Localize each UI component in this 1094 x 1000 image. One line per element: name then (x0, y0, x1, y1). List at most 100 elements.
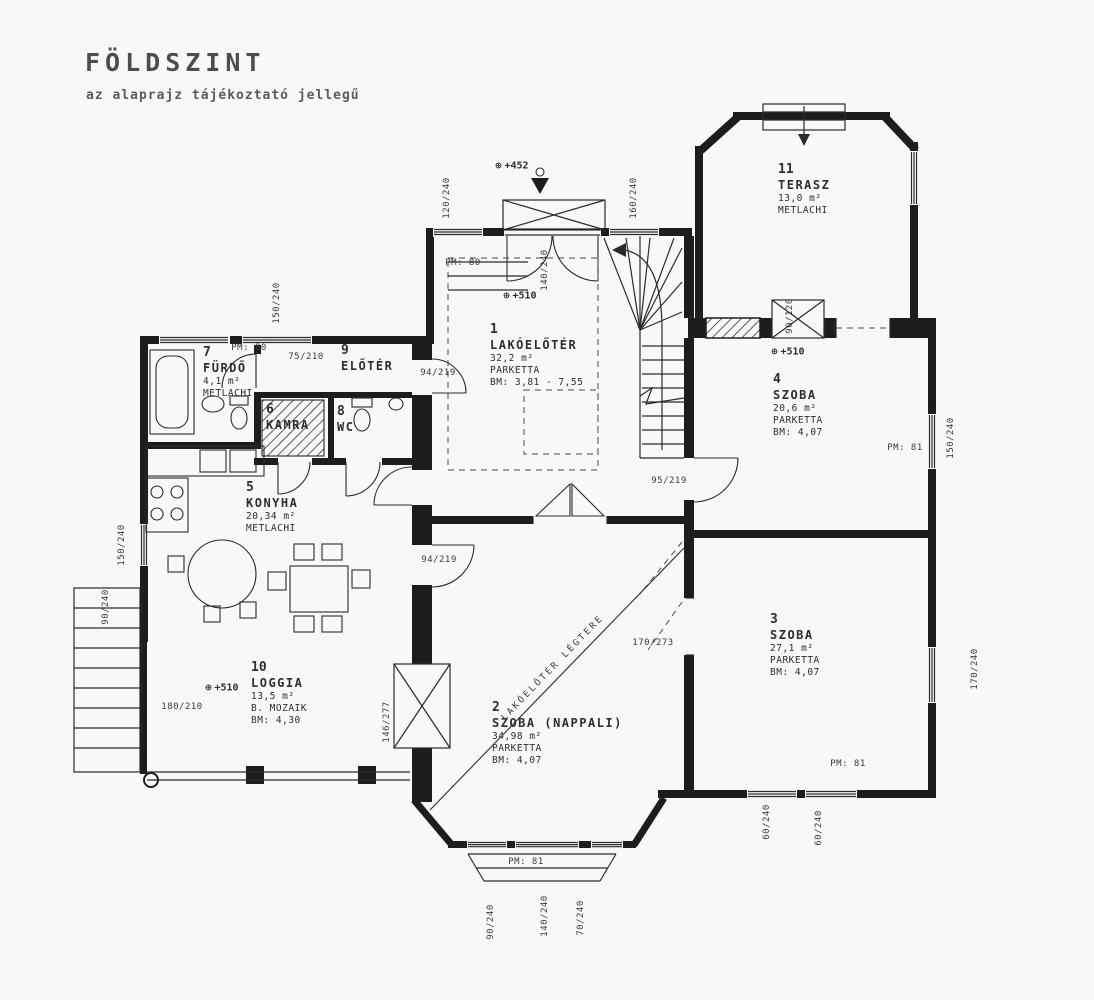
room-area: 34,98 m² (492, 731, 542, 743)
room-height: BM: 4,07 (770, 667, 820, 678)
level-value: +510 (512, 290, 537, 302)
room-label-konyha: 5 KONYHA 20,34 m² METLACHI (246, 480, 298, 535)
room-area: 13,0 m² (778, 193, 822, 205)
room-floor: PARKETTA (492, 743, 542, 755)
room-area: 20,34 m² (246, 511, 296, 523)
room-label-szoba4: 4 SZOBA 20,6 m² PARKETTA BM: 4,07 (773, 372, 823, 439)
room-number: 9 (341, 343, 349, 358)
level-value: +452 (504, 160, 529, 172)
dim-terasz-flue: 90/120 (785, 298, 795, 334)
main-staircase (448, 236, 685, 459)
room-label-eloter: 9 ELŐTÉR (341, 343, 393, 374)
room-number: 5 (246, 480, 254, 495)
room-number: 3 (770, 612, 778, 627)
room-name: KAMRA (266, 418, 310, 433)
room-floor: METLACHI (246, 523, 296, 535)
dim-eloter-door: 94/219 (420, 368, 456, 378)
dim-facade-window-right: 160/240 (629, 177, 639, 219)
room-name: KONYHA (246, 496, 299, 511)
dim-stair-window: 90/240 (101, 589, 111, 625)
room-name: SZOBA (773, 388, 817, 403)
room-height: BM: 4,07 (773, 427, 823, 438)
room-number: 4 (773, 372, 781, 387)
datum-level-icon: ⊕ (205, 682, 212, 694)
room-height: BM: 3,81 - 7,55 (490, 377, 584, 388)
room-name: LAKÓELŐTÉR (490, 338, 578, 353)
dim-facade-door: 140/240 (540, 249, 550, 291)
dashed-overhead-lines (447, 257, 890, 651)
level-value: +510 (214, 682, 239, 694)
room-floor: PARKETTA (770, 655, 820, 667)
sill-mark-bath: PM: 80 (231, 343, 267, 353)
level-mark-hall: ⊕ +510 (503, 291, 536, 302)
room-number: 8 (337, 404, 345, 419)
room-label-nappali: 2 SZOBA (NAPPALI) 34,98 m² PARKETTA BM: … (492, 700, 623, 767)
datum-level-icon: ⊕ (771, 346, 778, 358)
room-name: LOGGIA (251, 676, 304, 691)
entry-porch (502, 199, 606, 231)
windows (139, 151, 937, 849)
room-name: ELŐTÉR (341, 359, 394, 374)
dim-kitchen-door: 94/219 (421, 555, 457, 565)
room-area: 13,5 m² (251, 691, 295, 703)
room-area: 4,1 m² (203, 376, 241, 388)
room-number: 6 (266, 402, 274, 417)
room-area: 20,6 m² (773, 403, 817, 415)
room-name: SZOBA (770, 628, 814, 643)
room-label-lakoeloter: 1 LAKÓELŐTÉR 32,2 m² PARKETTA BM: 3,81 -… (490, 322, 583, 389)
terrace-steps (762, 103, 846, 146)
room-height: BM: 4,07 (492, 755, 542, 766)
datum-level-icon: ⊕ (503, 290, 510, 302)
room-floor: PARKETTA (773, 415, 823, 427)
room-area: 32,2 m² (490, 353, 534, 365)
room-label-loggia: 10 LOGGIA 13,5 m² B. MOZAIK BM: 4,30 (251, 660, 307, 727)
dim-szoba3-east-window: 170/240 (970, 648, 980, 690)
room-number: 2 (492, 700, 500, 715)
dim-szoba4-east-window: 150/240 (946, 417, 956, 459)
sill-mark-facade: PM: 80 (445, 258, 481, 268)
dim-bath-window: 150/240 (272, 282, 282, 324)
datum-level-icon: ⊕ (495, 160, 502, 172)
page-subtitle: az alaprajz tájékoztató jellegű (86, 88, 360, 103)
room-area: 27,1 m² (770, 643, 814, 655)
room-number: 7 (203, 345, 211, 360)
dim-loggia-opening: 180/210 (161, 702, 203, 712)
room-label-terasz: 11 TERASZ 13,0 m² METLACHI (778, 162, 830, 217)
wc-fixtures (351, 397, 404, 432)
dim-szoba3-south-window-b: 60/240 (814, 810, 824, 846)
room-label-szoba3: 3 SZOBA 27,1 m² PARKETTA BM: 4,07 (770, 612, 820, 679)
dim-bay-window-mid: 140/240 (540, 895, 550, 937)
kitchen-furniture (145, 445, 371, 633)
level-mark-entry: ⊕ +452 (495, 161, 528, 172)
room-name: WC (337, 420, 355, 435)
dim-facade-window-left: 120/240 (442, 177, 452, 219)
room-number: 10 (251, 660, 267, 675)
level-mark-loggia: ⊕ +510 (205, 683, 238, 694)
sill-mark-bay: PM: 81 (508, 857, 544, 867)
room-number: 11 (778, 162, 794, 177)
level-mark-szoba4: ⊕ +510 (771, 347, 804, 358)
room-number: 1 (490, 322, 498, 337)
dim-bath-door: 75/210 (288, 352, 324, 362)
room-label-wc: 8 WC (337, 404, 354, 435)
dim-bay-window-right: 70/240 (576, 900, 586, 936)
room-name: TERASZ (778, 178, 831, 193)
level-value: +510 (780, 346, 805, 358)
chimney-x-marks (393, 299, 825, 749)
room-floor: METLACHI (778, 205, 828, 217)
external-stair-west (73, 587, 141, 773)
room-floor: B. MOZAIK (251, 703, 307, 715)
page-title: FÖLDSZINT (85, 48, 266, 77)
room-label-kamra: 6 KAMRA (266, 402, 310, 433)
dim-nappali-szoba3-opening: 170/273 (632, 638, 674, 648)
bay-window-steps (467, 853, 617, 882)
dim-szoba3-south-window-a: 60/240 (762, 804, 772, 840)
sill-mark-szoba3: PM: 81 (830, 759, 866, 769)
room-name: SZOBA (NAPPALI) (492, 716, 623, 731)
room-floor: METLACHI (203, 388, 253, 400)
room-height: BM: 4,30 (251, 715, 301, 726)
annotation-lines (429, 167, 685, 811)
sill-mark-szoba4: PM: 81 (887, 443, 923, 453)
room-label-furdo: 7 FÜRDŐ 4,1 m² METLACHI (203, 345, 253, 400)
